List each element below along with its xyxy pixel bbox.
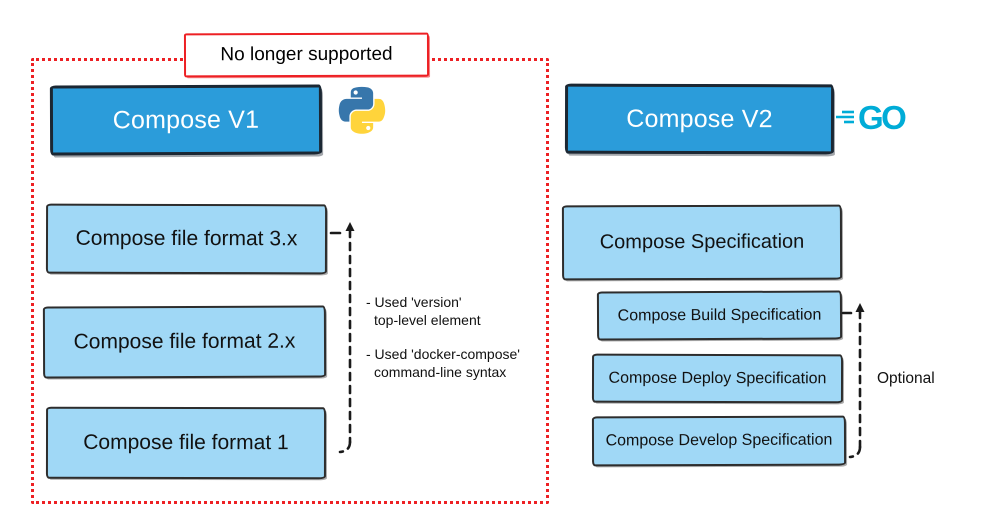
compose-v2-label: Compose V2 — [626, 104, 773, 133]
box-compose-specification: Compose Specification — [561, 204, 843, 281]
box-compose-file-format-3x: Compose file format 3.x — [45, 203, 328, 275]
deprecated-banner-label: No longer supported — [220, 43, 393, 66]
box-compose-file-format-1: Compose file format 1 — [45, 406, 327, 480]
box-compose-file-format-2x: Compose file format 2.x — [42, 305, 327, 379]
annotation-text: command-line syntax — [374, 364, 507, 381]
box-compose-develop-specification: Compose Develop Specification — [591, 415, 847, 467]
box-label: Compose file format 1 — [83, 430, 289, 455]
annotation-text: - Used 'docker-compose' — [366, 345, 520, 362]
box-label: Compose Build Specification — [617, 306, 822, 324]
annotation-text: - Used 'version' — [366, 294, 462, 310]
box-label: Compose Specification — [599, 230, 805, 254]
compose-v2-header-box: Compose V2 — [564, 83, 835, 155]
go-speed-lines-icon — [836, 110, 854, 124]
box-label: Compose Deploy Specification — [608, 369, 827, 387]
box-label: Compose Develop Specification — [605, 431, 833, 450]
python-logo-icon — [333, 86, 391, 144]
compose-v1-header-box: Compose V1 — [49, 84, 323, 156]
annotation-version: - Used 'version' top-level element — [366, 293, 550, 330]
go-logo-icon: GO — [834, 98, 907, 136]
compose-v1-label: Compose V1 — [112, 105, 260, 134]
box-compose-build-specification: Compose Build Specification — [596, 290, 843, 341]
go-logo-text: GO — [858, 98, 907, 136]
v1-annotations: - Used 'version' top-level element - Use… — [366, 293, 550, 397]
deprecated-banner: No longer supported — [183, 32, 430, 78]
box-compose-deploy-specification: Compose Deploy Specification — [591, 353, 844, 404]
v1-formats-bracket-connector — [329, 222, 355, 454]
annotation-text: top-level element — [374, 312, 481, 329]
annotation-docker-compose: - Used 'docker-compose' command-line syn… — [366, 345, 550, 382]
optional-label: Optional — [877, 370, 935, 387]
optional-specs-bracket-connector — [841, 303, 865, 459]
box-label: Compose file format 2.x — [73, 329, 296, 354]
box-label: Compose file format 3.x — [75, 226, 298, 251]
